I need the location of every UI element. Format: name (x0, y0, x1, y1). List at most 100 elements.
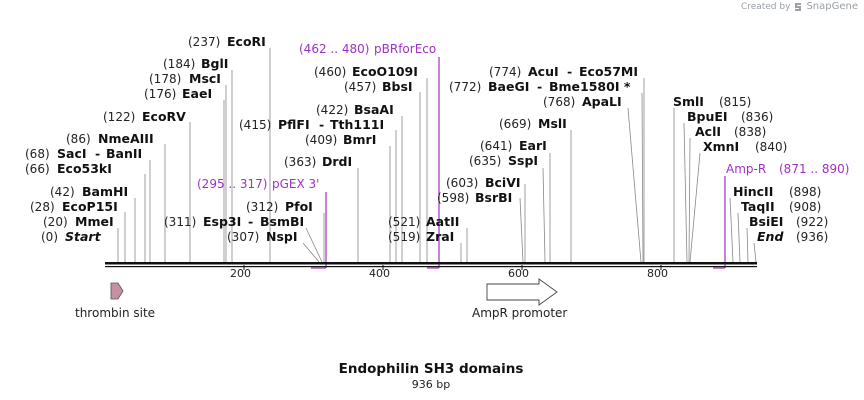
tick-label: 400 (369, 267, 390, 280)
site-position: (774) (489, 65, 521, 79)
site-position: (641) (480, 139, 512, 153)
site-position: (908) (789, 200, 821, 214)
ruler-ticks (243, 265, 662, 270)
site-position: (176) (144, 87, 176, 101)
site-position: (457) (344, 80, 376, 94)
map-length: 936 bp (412, 378, 450, 391)
site-separator: - (537, 79, 542, 94)
site-enzyme: EcoRI (227, 34, 266, 49)
site-enzyme: NmeAIII (98, 131, 154, 146)
site-enzyme: XmnI (703, 139, 739, 154)
site-position: (409) (305, 133, 337, 147)
primer-range: (295 .. 317) (197, 177, 267, 191)
site-position: (86) (66, 132, 91, 146)
site-position: (815) (719, 95, 751, 109)
snapgene-logo-icon (795, 2, 802, 11)
site-position: (519) (388, 230, 420, 244)
site-enzyme: EcoP15I (62, 199, 118, 214)
sites-right: SmlI (815) BpuEI (836) AclI (838) XmnI (… (673, 94, 828, 244)
site-enzyme: PfoI (285, 199, 313, 214)
tick-label: 600 (508, 267, 529, 280)
site-position: (184) (163, 57, 195, 71)
site-position: (936) (796, 230, 828, 244)
site-enzyme: BsaAI (354, 102, 394, 117)
snapgene-credit: Created by SnapGene (741, 1, 858, 12)
primers: (462 .. 480) pBRforEco (295 .. 317) pGEX… (197, 42, 849, 191)
site-enzyme: AclI (695, 124, 721, 139)
tick-label: 200 (230, 267, 251, 280)
site-enzyme: BaeGI (488, 79, 529, 94)
site-position: (307) (227, 230, 259, 244)
site-position: (237) (188, 35, 220, 49)
site-position: (838) (734, 125, 766, 139)
site-enzyme: ZraI (426, 229, 454, 244)
site-position: (422) (316, 103, 348, 117)
site-position: (836) (741, 110, 773, 124)
site-enzyme-alt: Eco57MI (579, 64, 638, 79)
leader-lines (117, 48, 757, 263)
site-position: (68) (25, 147, 50, 161)
site-enzyme: Eco53kI (57, 161, 112, 176)
site-position: (898) (789, 185, 821, 199)
site-enzyme: SacI (57, 146, 87, 161)
map-title: Endophilin SH3 domains (339, 361, 524, 377)
site-position: (603) (446, 176, 478, 190)
site-enzyme: EarI (519, 138, 547, 153)
feature-label: thrombin site (75, 306, 155, 320)
tick-label: 800 (647, 267, 668, 280)
site-enzyme: MscI (189, 71, 221, 86)
site-position: (66) (25, 162, 50, 176)
site-enzyme: BamHI (82, 184, 128, 199)
site-position: (772) (449, 80, 481, 94)
site-enzyme: End (757, 229, 784, 244)
site-enzyme-alt: Bme1580I * (549, 79, 631, 94)
site-position: (768) (543, 95, 575, 109)
site-enzyme: SspI (508, 153, 538, 168)
site-position: (0) (41, 230, 58, 244)
site-enzyme: ApaLI (582, 94, 622, 109)
site-enzyme: BsrBI (475, 190, 512, 205)
site-enzyme: EcoO109I (352, 64, 418, 79)
sites-mid-right: (521) AatII (519) ZraI (598) BsrBI (603)… (388, 64, 638, 244)
site-position: (178) (149, 72, 181, 86)
site-enzyme: AatII (426, 214, 459, 229)
site-separator: - (567, 64, 572, 79)
site-position: (28) (30, 200, 55, 214)
site-position: (635) (469, 154, 501, 168)
site-separator: - (319, 117, 324, 132)
site-enzyme: BsiEI (749, 214, 783, 229)
site-position: (598) (437, 191, 469, 205)
site-enzyme: EaeI (182, 86, 212, 101)
primer-range: (462 .. 480) (299, 42, 369, 56)
site-position: (311) (164, 215, 196, 229)
site-enzyme: BciVI (485, 175, 521, 190)
site-enzyme: BpuEI (687, 109, 728, 124)
features: thrombin site AmpR promoter (75, 278, 567, 320)
primer-range: (871 .. 890) (779, 162, 849, 176)
thrombin-site-arrow (110, 282, 124, 300)
site-position: (363) (284, 155, 316, 169)
site-enzyme: BmrI (343, 132, 376, 147)
site-enzyme: NspI (266, 229, 298, 244)
site-position: (922) (796, 215, 828, 229)
sites-mid: (460) EcoO109I (457) BbsI (422) BsaAI (4… (164, 64, 418, 244)
primer-name: Amp-R (726, 162, 766, 176)
site-enzyme: Start (65, 229, 102, 244)
site-enzyme: AcuI (528, 64, 559, 79)
site-enzyme: HincII (733, 184, 773, 199)
ampr-promoter-arrow (486, 278, 558, 306)
site-separator: - (248, 214, 253, 229)
dna-backbone (105, 262, 757, 268)
site-enzyme: TaqII (741, 199, 775, 214)
site-enzyme-alt: Tth111I (330, 117, 384, 132)
site-position: (521) (388, 215, 420, 229)
site-enzyme: Esp3I (203, 214, 241, 229)
site-position: (20) (43, 215, 68, 229)
primer-name: pGEX 3' (272, 177, 319, 191)
site-position: (840) (755, 140, 787, 154)
site-enzyme: BglI (201, 56, 228, 71)
site-enzyme: DrdI (322, 154, 352, 169)
site-enzyme: BbsI (382, 79, 413, 94)
site-separator: - (95, 146, 100, 161)
credit-brand: SnapGene (806, 1, 858, 12)
